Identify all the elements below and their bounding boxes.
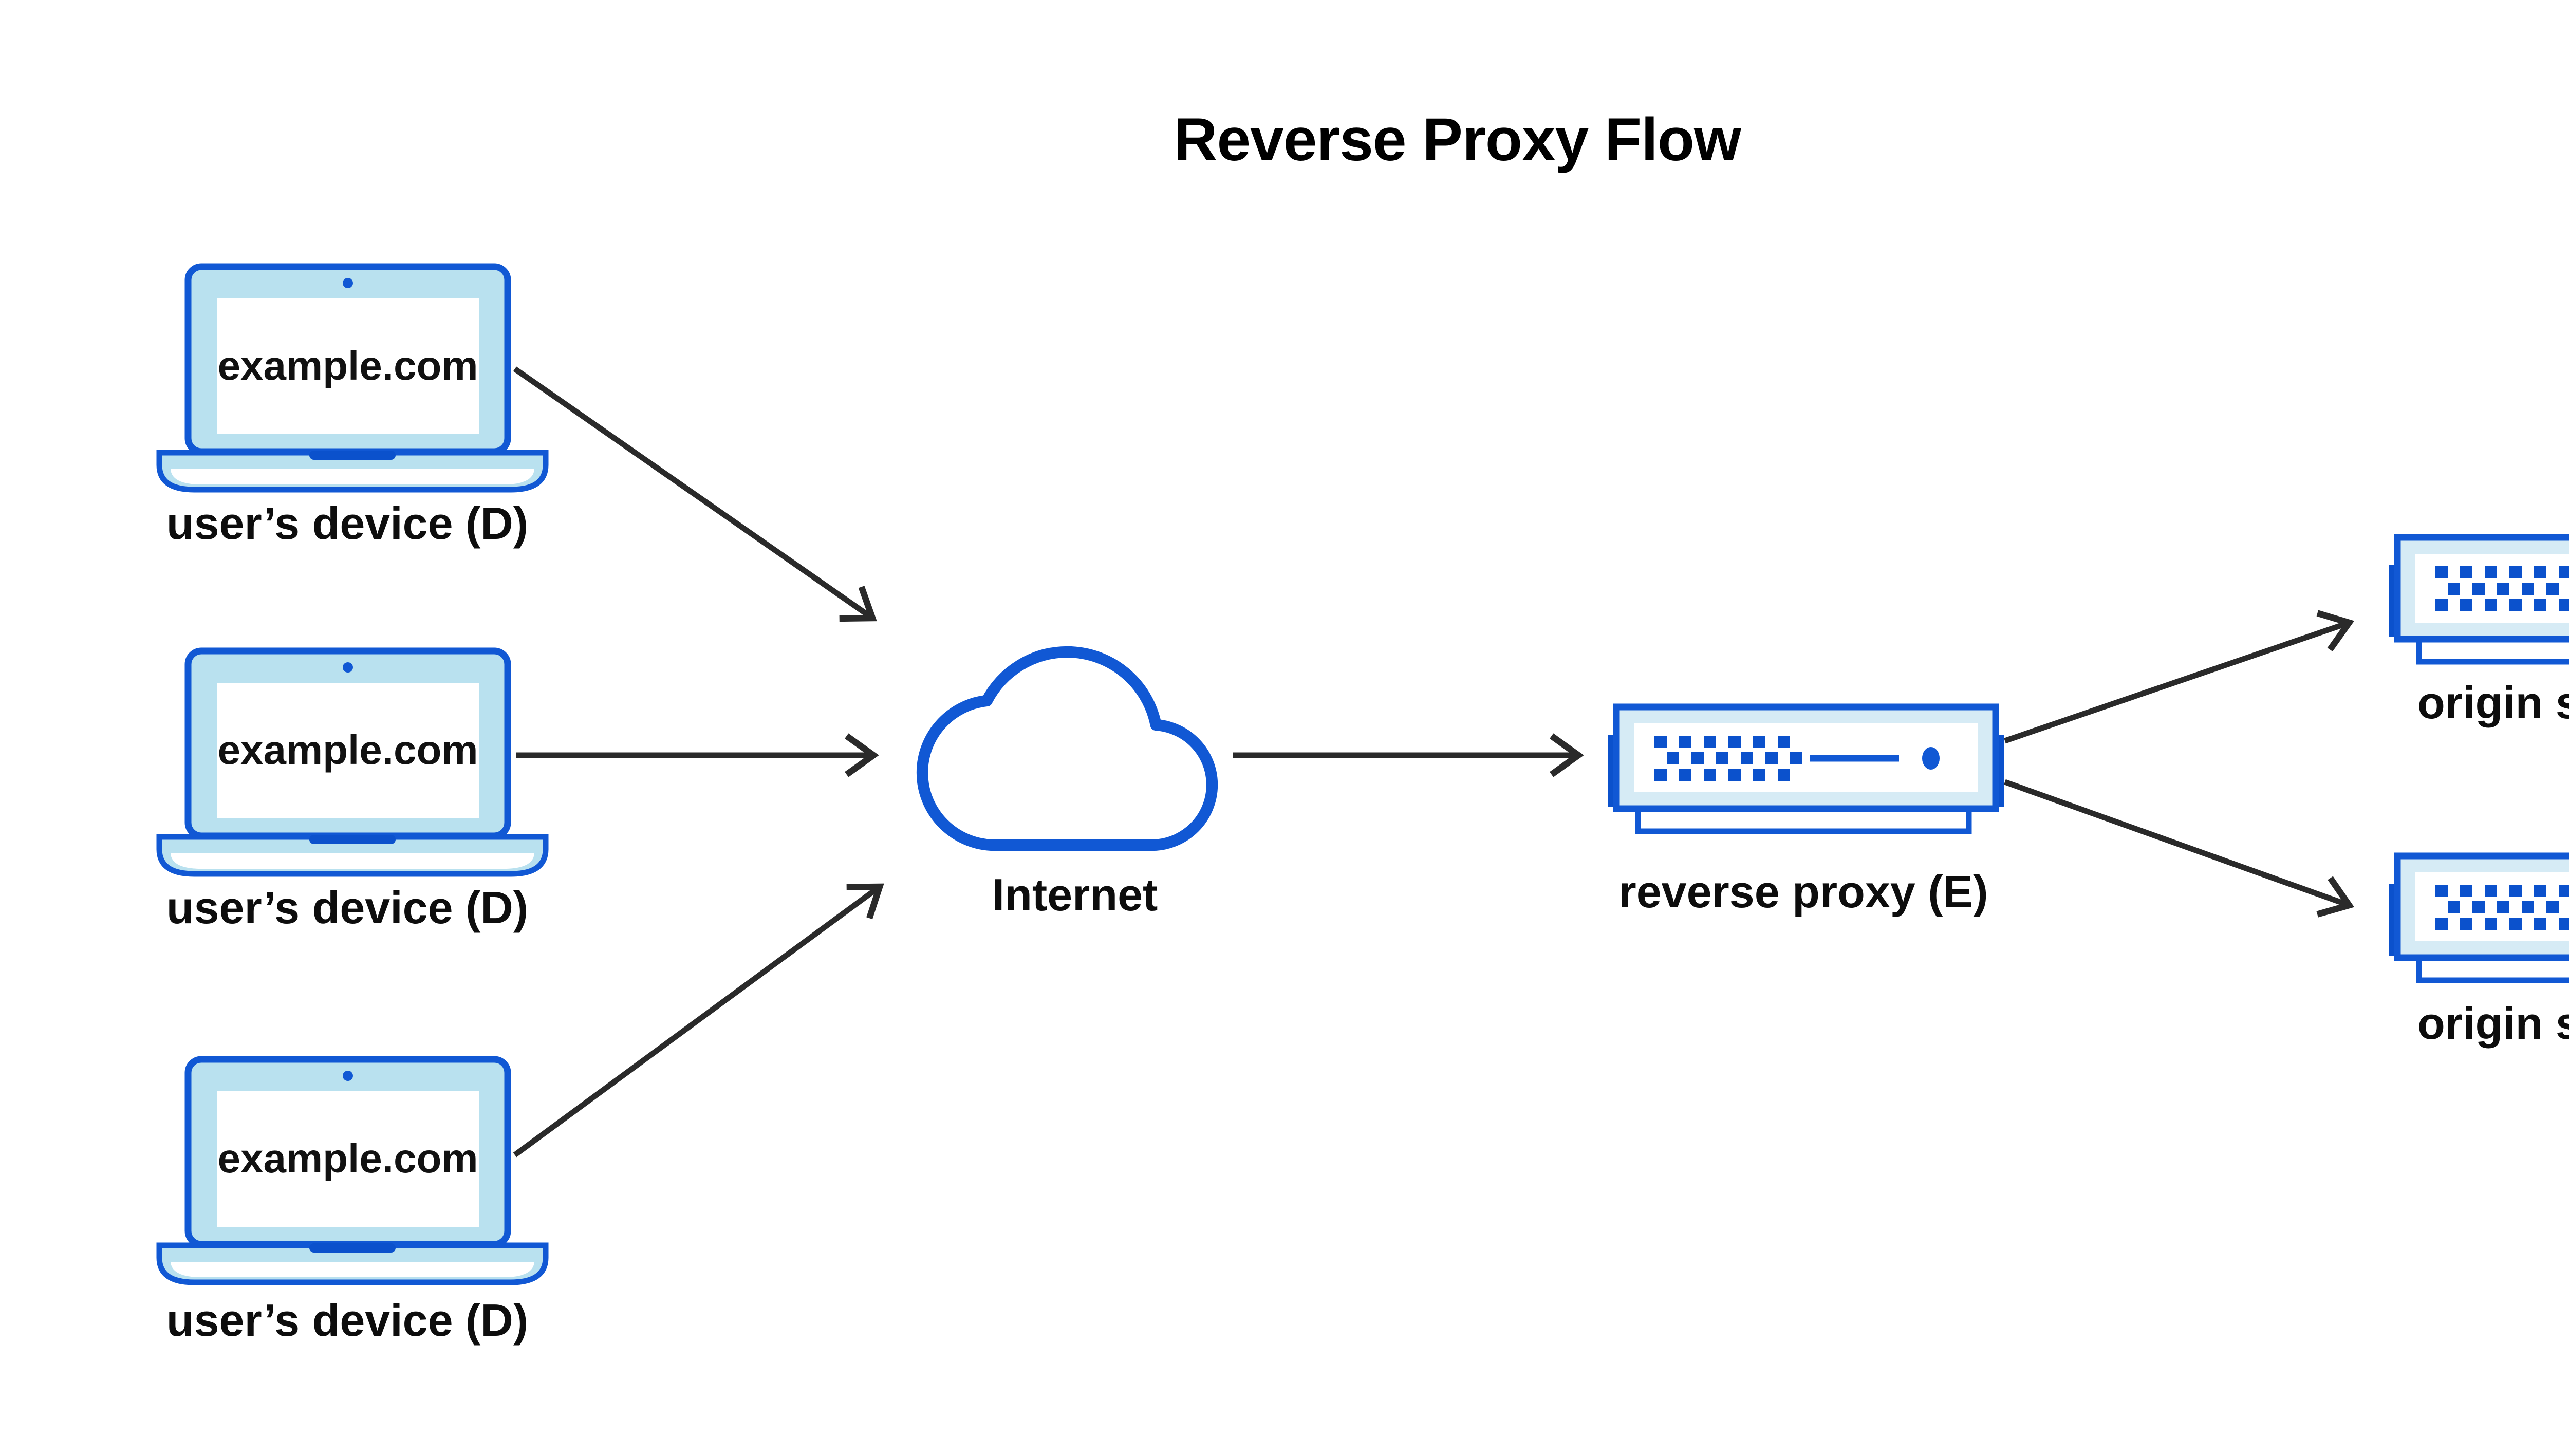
reverse-proxy-label: reverse proxy (E)	[1618, 866, 1988, 917]
edge-arrows	[513, 366, 2355, 1158]
device-1-screen-text: example.com	[217, 343, 478, 388]
origin-server-2-label: origin server (F)	[2417, 998, 2569, 1049]
device-3-screen-text: example.com	[217, 1135, 478, 1181]
arrow-reverse-proxy-to-origin-server-2	[2004, 779, 2355, 918]
server-icon-origin-2	[2389, 856, 2569, 980]
arrow-reverse-proxy-to-origin-server-1	[2004, 610, 2355, 744]
cloud-icon	[916, 646, 1218, 851]
server-icon-origin-1	[2389, 537, 2569, 662]
origin-server-1-label: origin server (F)	[2417, 677, 2569, 728]
device-2-label: user’s device (D)	[166, 882, 529, 933]
arrow-user-device-3-to-internet	[513, 883, 884, 1158]
internet-label: Internet	[992, 869, 1158, 920]
device-3-label: user’s device (D)	[166, 1295, 529, 1346]
server-icon-reverse-proxy	[1608, 707, 2004, 831]
page-title: Reverse Proxy Flow	[1174, 106, 1741, 174]
device-2-screen-text: example.com	[217, 727, 478, 773]
arrow-user-device-1-to-internet	[513, 366, 877, 622]
device-1-label: user’s device (D)	[166, 498, 529, 549]
